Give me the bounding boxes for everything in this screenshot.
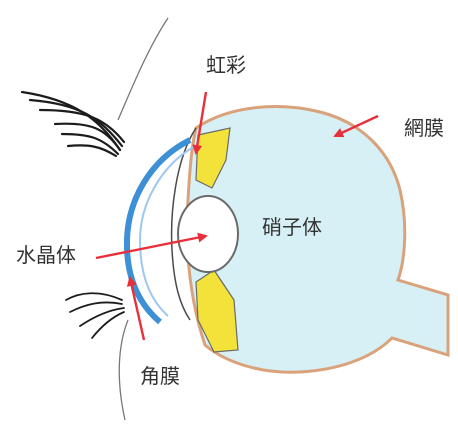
upper-eyelashes <box>22 92 124 156</box>
upper-eyelid-line <box>118 18 168 120</box>
lens-shape <box>178 196 238 272</box>
retina-label: 網膜 <box>404 118 444 138</box>
iris-label: 虹彩 <box>206 55 246 75</box>
lower-eyelashes <box>66 293 124 338</box>
lower-eyelid-line <box>119 320 128 420</box>
lens-label: 水晶体 <box>16 245 76 265</box>
vitreous-label: 硝子体 <box>262 217 322 237</box>
cornea-label: 角膜 <box>140 366 180 386</box>
